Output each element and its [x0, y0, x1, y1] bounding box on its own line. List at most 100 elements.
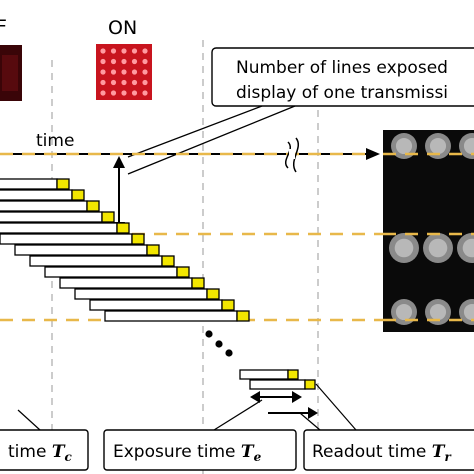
- continuation-dot-2: [215, 340, 223, 348]
- exposure-staircase: [0, 178, 250, 322]
- axis-break-mark-2: [293, 137, 299, 173]
- led-dot: [131, 79, 138, 86]
- exposure-bar: [44, 266, 178, 278]
- frame-time-label: time Tc: [8, 442, 72, 464]
- exposure-bar: [74, 288, 208, 300]
- readout-segment: [101, 211, 115, 223]
- readout-time-box: [303, 429, 474, 471]
- axis-break-mark-1: [285, 141, 291, 169]
- off-label: F: [0, 16, 7, 38]
- led-dot: [142, 69, 148, 75]
- camera-blob-core: [395, 303, 413, 321]
- axis-break-gap: [289, 149, 295, 159]
- exposure-bar: [59, 277, 193, 289]
- readout-segment: [191, 277, 205, 289]
- led-dot: [121, 48, 127, 54]
- readout-label-pointer-2: [299, 412, 321, 431]
- led-dot: [110, 69, 117, 75]
- readout-time-label: Readout time Tr: [312, 442, 452, 464]
- led-dot: [131, 90, 138, 96]
- frame-time-box: [0, 429, 89, 471]
- led-dot: [121, 69, 127, 75]
- camera-blob-core: [463, 137, 474, 155]
- readout-segment: [116, 222, 130, 234]
- camera-led-blobs: [389, 133, 474, 325]
- led-dot: [110, 90, 117, 96]
- led-dot: [131, 48, 138, 54]
- callout-line-2: display of one transmissi: [236, 83, 448, 103]
- led-dot: [110, 58, 117, 65]
- readout-segment: [131, 233, 145, 245]
- led-dot: [100, 58, 106, 65]
- exposure-bar: [0, 222, 118, 234]
- readout-segment: [221, 299, 235, 311]
- led-dot: [142, 79, 148, 86]
- readout-segment: [206, 288, 220, 300]
- led-dot: [110, 79, 117, 86]
- exposure-bar: [104, 310, 238, 322]
- camera-blob-core: [429, 137, 447, 155]
- time-axis-label: time: [36, 131, 74, 151]
- callout-pointer-lower: [127, 105, 296, 175]
- exposure-time-box: [103, 429, 297, 471]
- detail-bar-2-readout: [304, 379, 316, 390]
- led-dot: [121, 58, 127, 65]
- led-dot: [100, 79, 106, 86]
- camera-blob-core: [394, 238, 414, 258]
- callout-box: [211, 47, 474, 107]
- readout-segment: [56, 178, 70, 190]
- continuation-dot-3: [225, 349, 233, 357]
- callout-pointer-upper: [127, 105, 263, 158]
- exposure-bar: [0, 233, 133, 245]
- exposure-label-pointer: [213, 399, 263, 431]
- led-dot: [142, 90, 148, 96]
- camera-blob-core: [395, 137, 413, 155]
- exposure-bar: [29, 255, 163, 267]
- on-label: ON: [108, 17, 137, 39]
- exposure-arrow-right: [292, 391, 302, 403]
- readout-segment: [236, 310, 250, 322]
- continuation-dot-1: [205, 330, 213, 338]
- camera-blob-core: [463, 303, 474, 321]
- exposure-time-label: Exposure time Te: [113, 442, 262, 464]
- camera-blob-core: [428, 238, 448, 258]
- readout-segment: [71, 189, 85, 201]
- led-dot: [131, 58, 138, 65]
- camera-blob-core: [429, 303, 447, 321]
- led-dot: [100, 90, 106, 96]
- readout-segment: [161, 255, 175, 267]
- detail-bar-1: [239, 369, 289, 380]
- readout-segment: [176, 266, 190, 278]
- led-dot: [142, 48, 148, 54]
- led-dot: [121, 79, 127, 86]
- off-led-glow: [2, 55, 18, 91]
- detail-bar-1-readout: [287, 369, 299, 380]
- led-dot: [110, 48, 117, 54]
- exposure-bar: [0, 178, 58, 190]
- readout-label-pointer-1: [315, 383, 357, 431]
- led-dot: [100, 69, 106, 75]
- readout-segment: [86, 200, 100, 212]
- callout-line-1: Number of lines exposed: [236, 58, 448, 78]
- exposure-bar: [0, 200, 88, 212]
- led-dot: [131, 69, 138, 75]
- exposure-bar: [0, 211, 103, 223]
- led-dot: [100, 48, 106, 54]
- led-dot: [142, 58, 148, 65]
- frame-label-pointer: [17, 409, 41, 431]
- detail-bar-2: [249, 379, 306, 390]
- exposure-arrow-left: [250, 391, 260, 403]
- readout-arrow-head: [308, 407, 318, 419]
- exposure-bar: [14, 244, 148, 256]
- camera-image: [383, 130, 474, 332]
- camera-blob-core: [462, 238, 474, 258]
- led-dot: [121, 90, 127, 96]
- lines-exposed-arrow-top: [113, 156, 125, 168]
- readout-segment: [146, 244, 160, 256]
- led-dot-grid: [100, 48, 148, 96]
- exposure-bar: [0, 189, 73, 201]
- exposure-bar: [89, 299, 223, 311]
- time-axis-arrowhead: [366, 148, 380, 160]
